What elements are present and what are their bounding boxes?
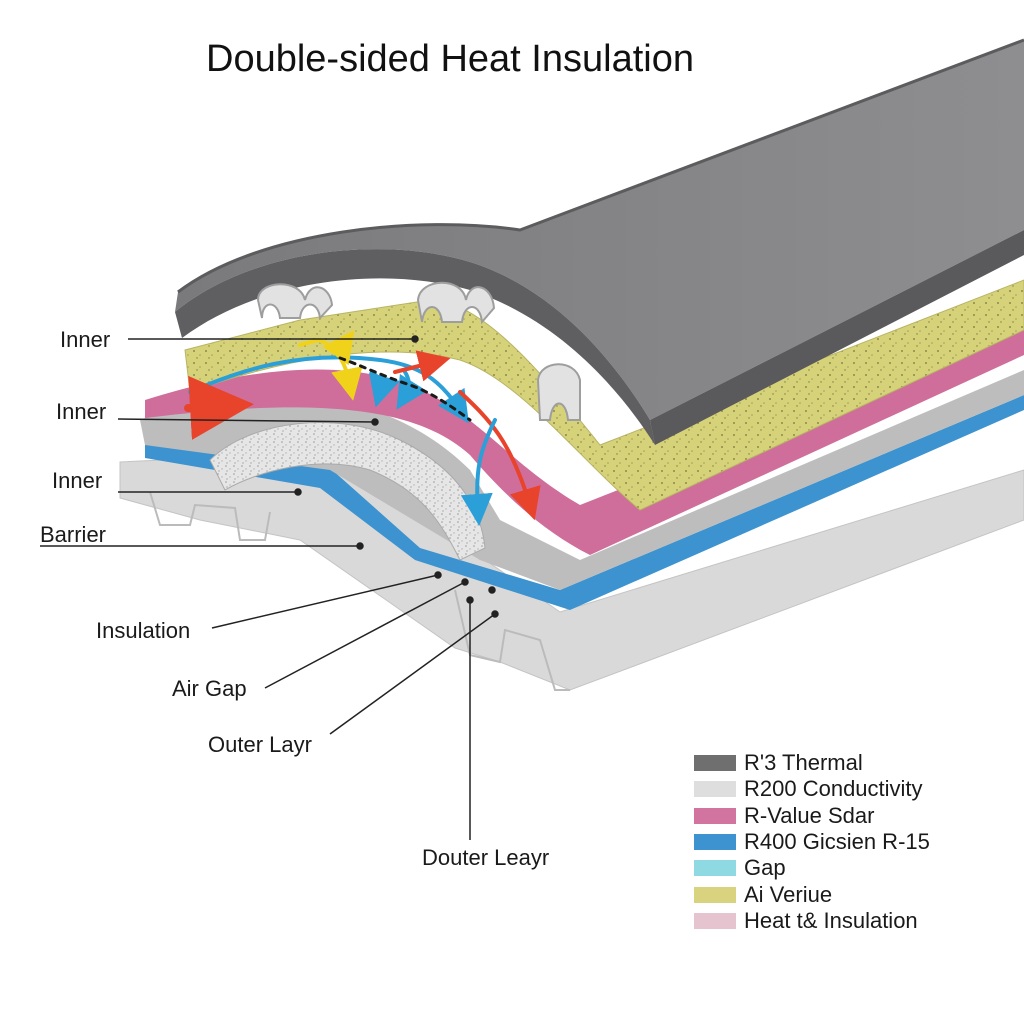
callout-inner-3: Inner: [52, 468, 103, 493]
speckled-arch: [209, 422, 486, 561]
leader-lines: [40, 335, 499, 840]
legend-swatch: [694, 886, 736, 903]
heat-arrows: [184, 329, 541, 526]
legend-label: R-Value Sdar: [744, 802, 875, 828]
pink-layer: [145, 330, 1024, 555]
legend-item: R'3 Thermal: [694, 750, 994, 776]
legend-swatch: [694, 860, 736, 877]
legend-swatch: [694, 834, 736, 851]
legend-swatch: [694, 807, 736, 824]
legend-label: Gap: [744, 855, 786, 881]
legend-item: Heat t& Insulation: [694, 908, 994, 934]
callout-inner-1: Inner: [60, 327, 111, 352]
legend-item: R400 Gicsien R-15: [694, 829, 994, 855]
callout-outer-layer: Outer Layr: [208, 732, 312, 757]
legend-label: R400 Gicsien R-15: [744, 829, 930, 855]
callout-air-gap: Air Gap: [172, 676, 247, 701]
legend-label: R200 Conductivity: [744, 776, 923, 802]
legend-swatch: [694, 755, 736, 772]
legend-label: R'3 Thermal: [744, 750, 863, 776]
legend-item: Gap: [694, 855, 994, 881]
legend-swatch: [694, 781, 736, 798]
legend-label: Heat t& Insulation: [744, 907, 918, 933]
legend-item: R-Value Sdar: [694, 803, 994, 829]
legend-item: R200 Conductivity: [694, 776, 994, 802]
legend-item: Ai Veriue: [694, 881, 994, 907]
callout-inner-2: Inner: [56, 399, 107, 424]
callout-barrier: Barrier: [40, 522, 107, 547]
callout-douter-layer: Douter Leayr: [422, 845, 550, 870]
gray-layer: [140, 370, 1024, 590]
legend-label: Ai Veriue: [744, 881, 833, 907]
legend: R'3 Thermal R200 Conductivity R-Value Sd…: [694, 750, 994, 934]
diagram-title: Double-sided Heat Insulation: [206, 38, 694, 80]
outer-shell: [175, 38, 1024, 445]
callout-insulation: Insulation: [96, 618, 191, 643]
shell-ribs: [256, 281, 581, 421]
legend-swatch: [694, 912, 736, 929]
